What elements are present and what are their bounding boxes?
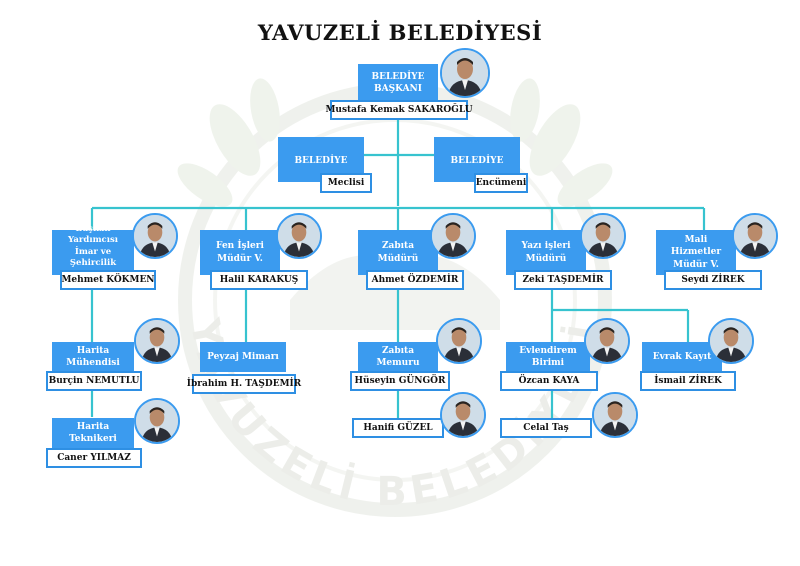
portrait-photo [430, 213, 476, 259]
committee-name-box: Encümeni [474, 173, 528, 193]
staff-role-box: Evrak Kayıt [642, 342, 722, 372]
portrait-photo [134, 398, 180, 444]
council-name-box: Meclisi [320, 173, 372, 193]
dept-name-box: Mehmet KÖKMEN [60, 270, 156, 290]
portrait-photo [436, 318, 482, 364]
dept-name-box: Halil KARAKUŞ [210, 270, 308, 290]
staff-role-box: Harita Mühendisi [52, 342, 134, 372]
staff-name-box: Celal Taş [500, 418, 592, 438]
staff-name-box: Özcan KAYA [500, 371, 598, 391]
portrait-photo [276, 213, 322, 259]
page-title: YAVUZELİ BELEDİYESİ [257, 20, 543, 45]
portrait-photo [592, 392, 638, 438]
staff-name-box: Caner YILMAZ [46, 448, 142, 468]
staff-role-box: Zabıta Memuru [358, 342, 438, 372]
dept-role-box: Zabıta Müdürü [358, 230, 438, 275]
staff-name-box: İbrahim H. TAŞDEMİR [187, 374, 301, 394]
portrait-photo [708, 318, 754, 364]
portrait-photo [584, 318, 630, 364]
dept-role-box: Başkan Yardımcısı İmar ve Şehircilik Müd… [52, 224, 134, 280]
dept-role-box: Mali Hizmetler Müdür V. [656, 230, 736, 275]
portrait-photo [440, 392, 486, 438]
dept-role-box: Yazı işleri Müdürü [506, 230, 586, 275]
dept-name-box: Seydi ZİREK [664, 270, 762, 290]
dept-name-box: Ahmet ÖZDEMİR [366, 270, 464, 290]
staff-name-box: Hüseyin GÜNGÖR [350, 371, 450, 391]
portrait-photo [440, 48, 490, 98]
portrait-photo [134, 318, 180, 364]
mayor-role-box: BELEDİYE BAŞKANI [358, 64, 438, 102]
staff-role-box: Peyzaj Mimarı [200, 342, 286, 372]
staff-name-box: Hanifi GÜZEL [352, 418, 444, 438]
dept-role-box: Fen İşleri Müdür V. [200, 230, 280, 275]
dept-name-box: Zeki TAŞDEMİR [514, 270, 612, 290]
portrait-photo [580, 213, 626, 259]
portrait-photo [132, 213, 178, 259]
mayor-name-box: Mustafa Kemak SAKAROĞLU [325, 100, 473, 120]
staff-name-box: İsmail ZİREK [640, 371, 736, 391]
staff-name-box: Burçin NEMUTLU [46, 371, 142, 391]
staff-role-box: Evlendirem Birimi [506, 342, 590, 372]
portrait-photo [732, 213, 778, 259]
staff-role-box: Harita Teknikeri [52, 418, 134, 448]
